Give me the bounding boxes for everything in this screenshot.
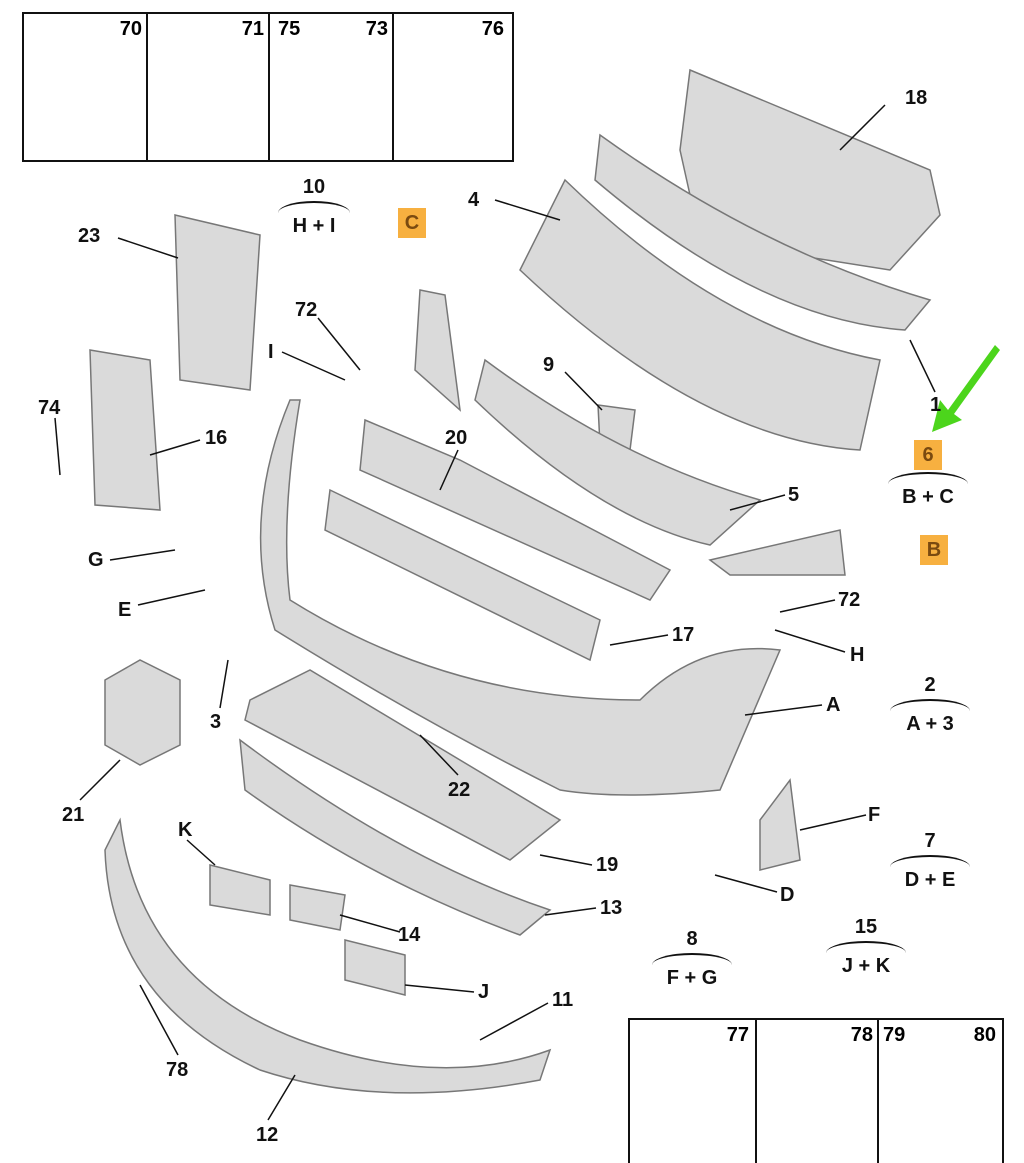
part-21-bracket <box>104 659 181 766</box>
callout-20: 20 <box>445 427 468 449</box>
part-20-absorber <box>359 418 672 601</box>
callout-I: I <box>268 341 274 363</box>
tag-C: C <box>398 208 426 238</box>
part-F-cover <box>759 778 801 871</box>
part-K-grille <box>209 864 271 916</box>
callout-18: 18 <box>905 87 928 109</box>
callout-23: 23 <box>78 225 101 247</box>
callout-13: 13 <box>600 897 623 919</box>
callout-12: 12 <box>256 1124 279 1146</box>
part-12-lower-trim <box>104 817 552 1094</box>
callout-74: 74 <box>38 397 61 419</box>
fastener-78: 78 <box>757 1020 879 1163</box>
part-16-bracket <box>89 349 161 511</box>
part-1-upper-trim <box>594 133 932 331</box>
callout-16: 16 <box>205 427 228 449</box>
part-19-absorber <box>244 669 562 861</box>
callout-G: G <box>88 549 104 571</box>
callout-3: 3 <box>210 711 222 733</box>
callout-14: 14 <box>398 924 421 946</box>
part-5-grille <box>474 358 762 546</box>
callout-J: J <box>478 981 490 1003</box>
fastener-70: 70 <box>24 14 148 160</box>
callout-K: K <box>178 819 193 841</box>
part-C-grille <box>414 289 462 412</box>
fastener-76: 76 <box>481 18 504 40</box>
green-arrow-icon <box>932 345 1000 432</box>
callout-21: 21 <box>62 804 85 826</box>
part-A-bumper <box>259 399 782 796</box>
part-B-grille <box>708 529 846 576</box>
callout-22: 22 <box>448 779 471 801</box>
callout-9: 9 <box>543 354 555 376</box>
part-13-grille <box>239 738 552 936</box>
callout-4: 4 <box>468 189 480 211</box>
part-J-grille <box>344 939 406 996</box>
fastener-77: 77 <box>630 1020 757 1163</box>
callout-1: 1 <box>930 394 942 416</box>
callout-17: 17 <box>672 624 695 646</box>
part-4-bracket <box>519 178 881 451</box>
callout-A: A <box>826 694 841 716</box>
fastener-71: 71 <box>148 14 270 160</box>
callout-E: E <box>118 599 132 621</box>
callout-5: 5 <box>788 484 800 506</box>
part-17-absorber <box>324 488 601 662</box>
callout-F: F <box>868 804 881 826</box>
callout-11: 11 <box>552 989 574 1011</box>
part-23-bracket <box>174 214 261 391</box>
callout-H: H <box>850 644 865 666</box>
callout-D: D <box>780 884 795 906</box>
tag-B: B <box>920 535 948 565</box>
leader-lines <box>54 104 936 1121</box>
part-14-grille <box>289 884 346 931</box>
part-18-reinforcement <box>679 68 941 271</box>
callout-72: 72 <box>295 299 318 321</box>
callout-72b: 72 <box>838 589 861 611</box>
callout-78: 78 <box>166 1059 189 1081</box>
callout-19: 19 <box>596 854 619 876</box>
